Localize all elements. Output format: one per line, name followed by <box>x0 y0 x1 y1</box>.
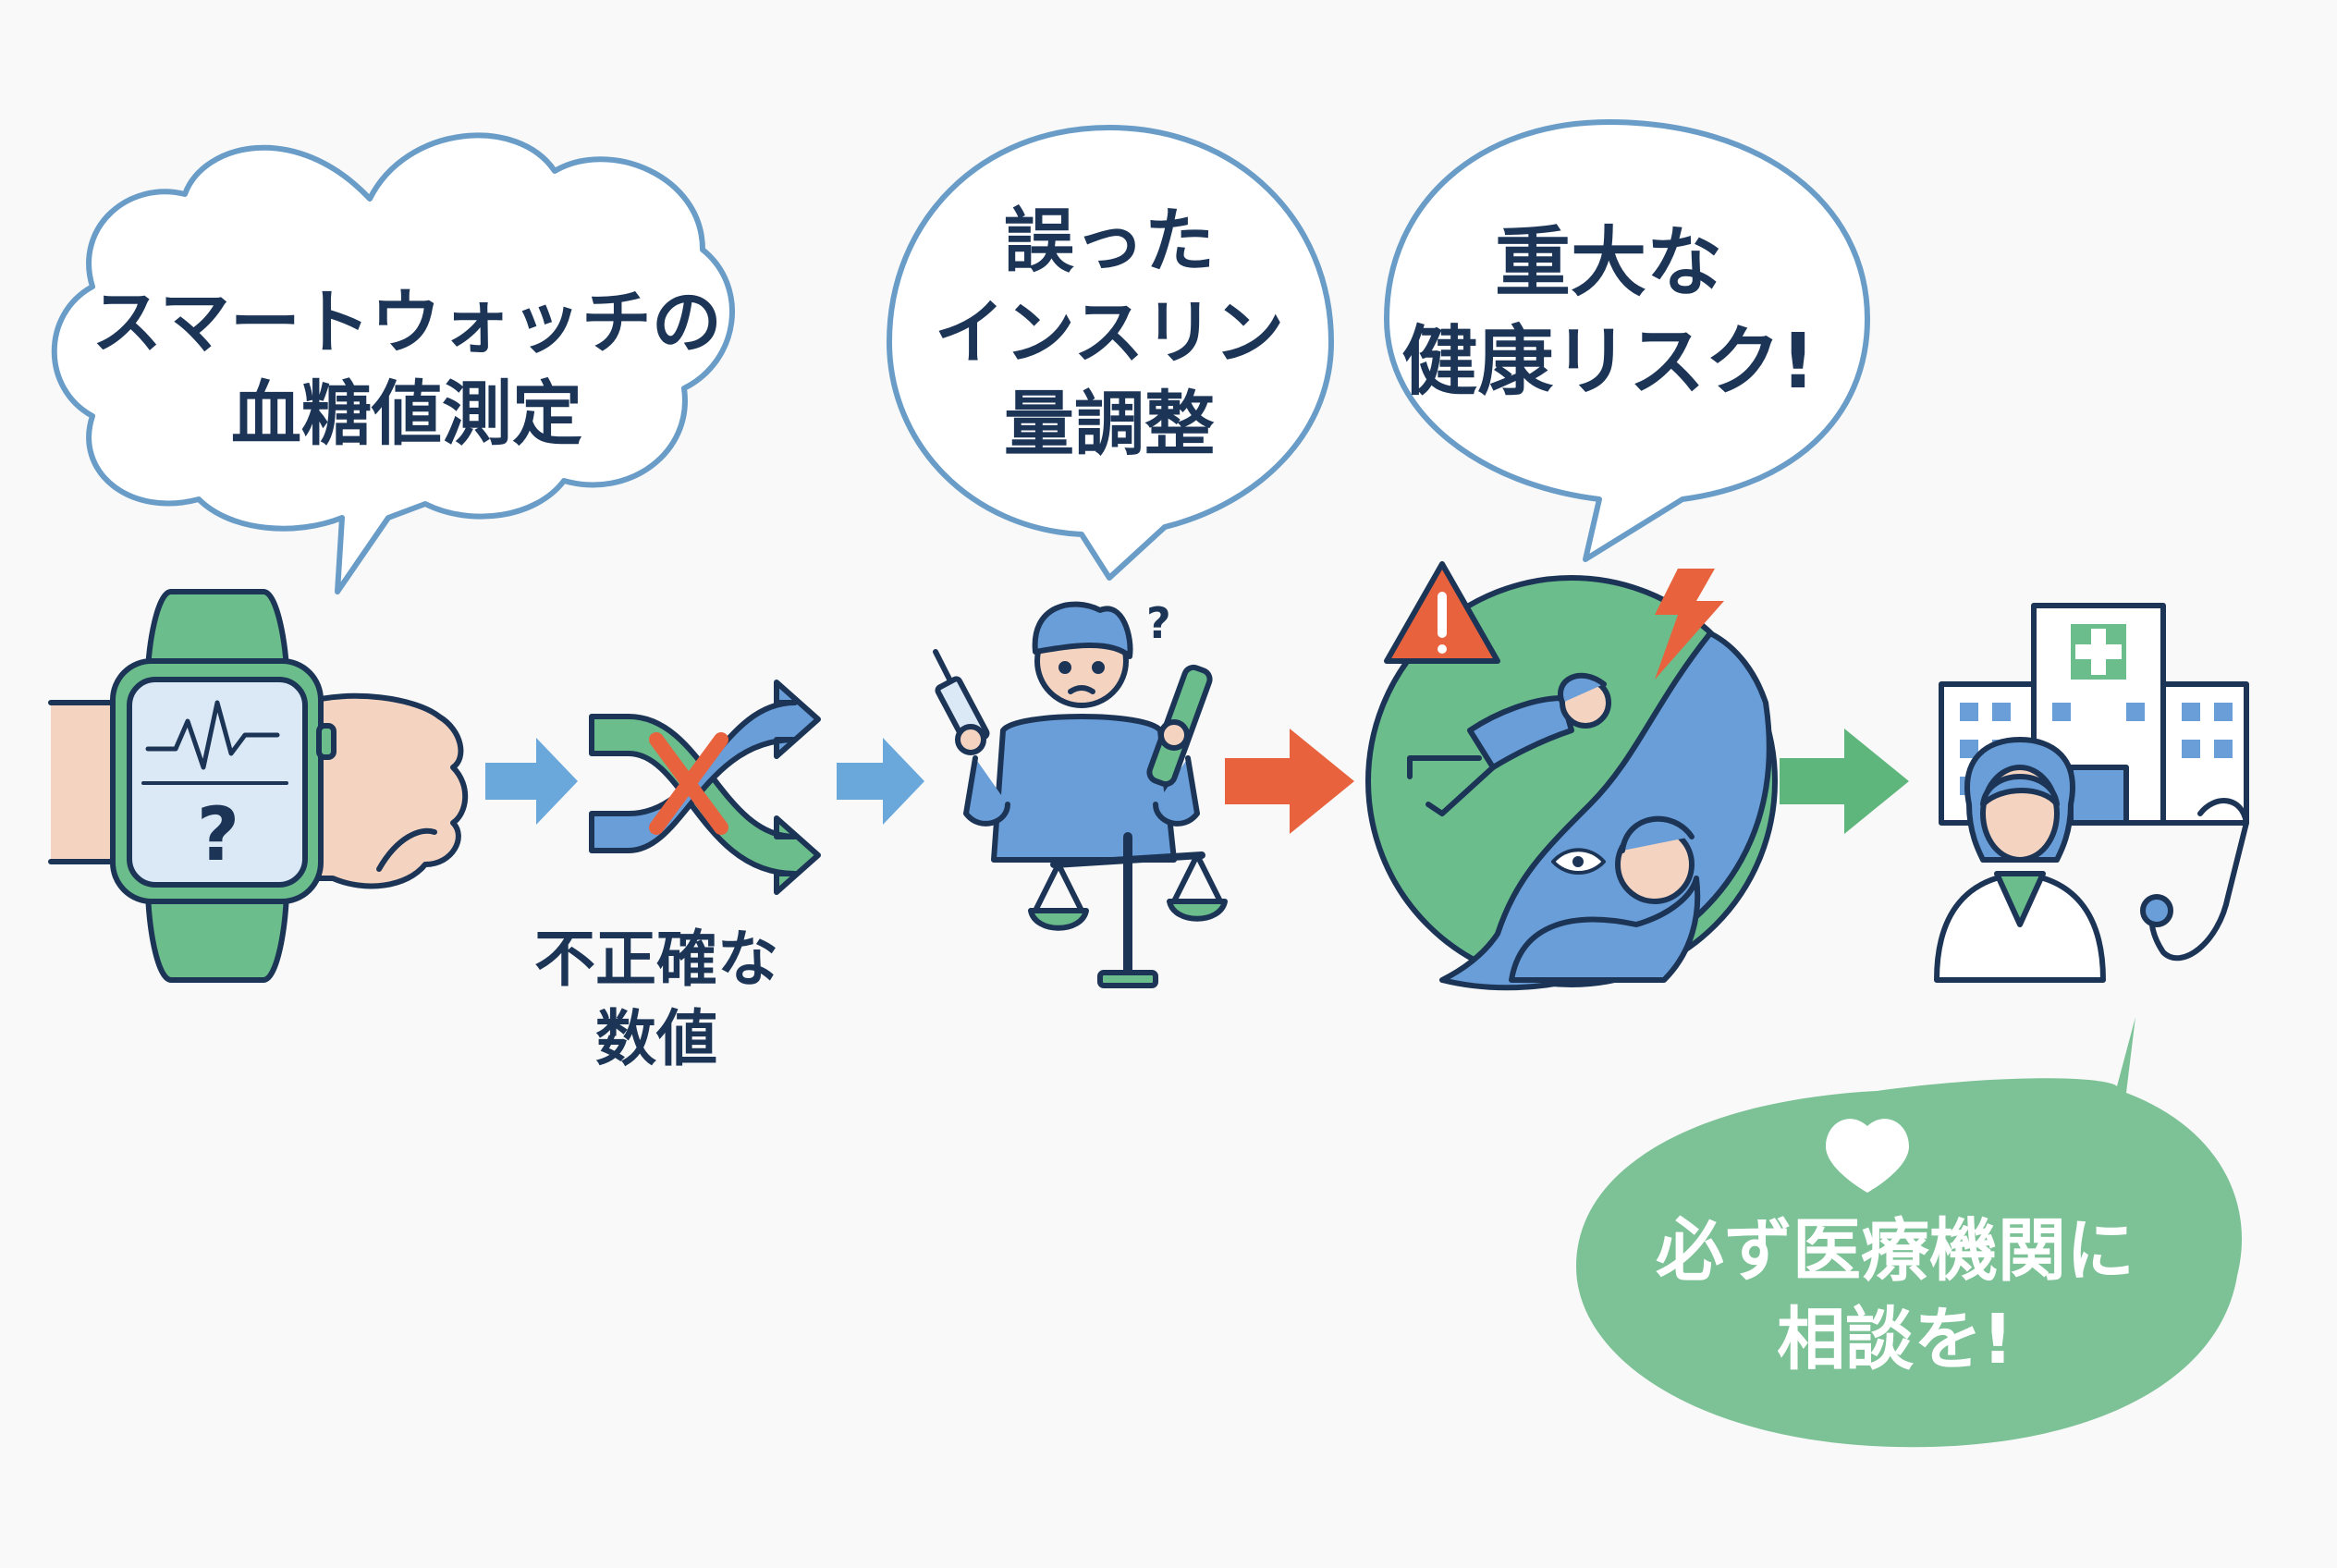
confused-person-icon: ? <box>933 598 1228 988</box>
advice-bubble <box>1576 1017 2242 1448</box>
flow-arrow-3 <box>1225 729 1354 834</box>
inaccurate-label-line-1: 不正確な <box>534 924 778 995</box>
insulin-bubble-text: 誤った インスリン 量調整 <box>878 196 1340 470</box>
insulin-bubble-line-3: 量調整 <box>1004 382 1215 465</box>
insulin-bubble-line-2: インスリン <box>934 290 1285 374</box>
smartwatch-icon: ? <box>48 589 469 983</box>
watch-bubble-line-2: 血糖値測定 <box>231 372 582 455</box>
warning-icon <box>1384 561 1500 664</box>
lightning-icon <box>1655 569 1724 680</box>
advice-line-2: 相談を! <box>1777 1300 2013 1380</box>
crossed-arrows-icon <box>589 680 821 895</box>
heart-icon <box>1826 1119 1909 1193</box>
risk-bubble-line-2: 健康リスク! <box>1401 317 1816 406</box>
insulin-pen-icon <box>1146 664 1213 788</box>
inaccurate-label: 不正確な 数値 <box>518 920 795 1079</box>
watch-bubble-line-1: スマートウォッチの <box>92 281 722 363</box>
balance-scale-icon <box>1028 832 1228 988</box>
risk-bubble-line-1: 重大な <box>1494 219 1722 307</box>
risk-bubble-text: 重大な 健康リスク! <box>1377 214 1840 411</box>
svg-text:?: ? <box>1146 598 1171 648</box>
flow-arrow-2 <box>837 738 924 825</box>
risk-speech-bubble <box>1384 119 1870 562</box>
flow-arrow-1 <box>485 738 578 825</box>
doctor-icon <box>1934 737 2249 983</box>
syringe-icon <box>933 649 990 755</box>
stethoscope-icon <box>2140 798 2249 962</box>
question-mark-icon: ? <box>197 791 239 877</box>
health-risk-icon <box>1365 561 1778 991</box>
watch-bubble-text: スマートウォッチの 血糖値測定 <box>83 277 730 460</box>
insulin-bubble-line-1: 誤った <box>1004 200 1215 282</box>
insulin-speech-bubble <box>887 125 1334 581</box>
advice-text: 必ず医療機関に 相談を! <box>1572 1207 2219 1384</box>
inaccurate-label-line-2: 数値 <box>595 1002 717 1074</box>
flow-arrow-4 <box>1780 729 1909 834</box>
watch-cloud-bubble <box>51 132 735 594</box>
advice-line-1: 必ず医療機関に <box>1656 1211 2135 1291</box>
